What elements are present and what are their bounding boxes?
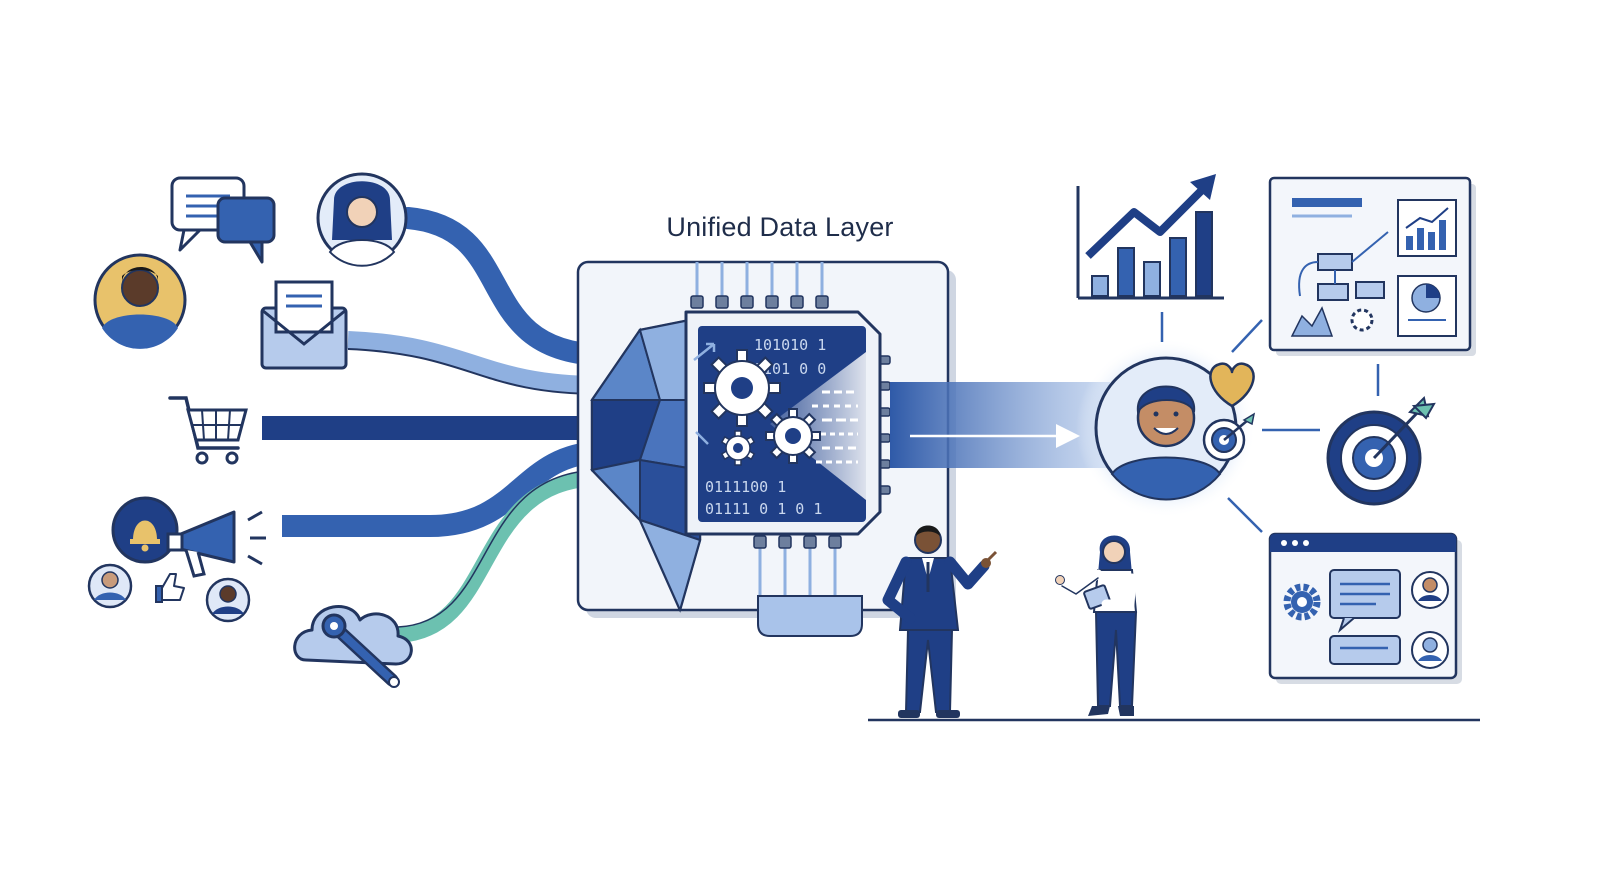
board-bottom-connector: [753, 535, 863, 637]
notification-bell-icon: [111, 496, 179, 564]
growth-bar-chart-icon: [1076, 174, 1224, 300]
browser-gear-icon: [1283, 583, 1321, 621]
binary-row-3: 0111100 1: [705, 478, 786, 496]
target-bullseye-icon: [1326, 396, 1436, 506]
output-connectors: [1160, 312, 1380, 533]
chat-bubbles-icon: [170, 176, 276, 264]
large-gear-icon: [703, 349, 781, 427]
flow-bar-cart: [262, 416, 602, 440]
mini-target-icon: [1202, 412, 1256, 462]
megaphone-icon: [166, 510, 266, 578]
email-envelope-icon: [260, 280, 348, 370]
output-beam: [890, 382, 1110, 468]
flow-ribbon-customer: [397, 207, 611, 366]
cloud-wrench-icon: [293, 605, 413, 688]
flow-ribbon-email: [347, 331, 601, 394]
sparkle-arrow-icon: [693, 342, 716, 445]
board-top-pins: [690, 262, 829, 309]
input-flows: [262, 207, 611, 643]
flow-ribbon-service: [397, 470, 601, 643]
analytics-dashboard-icon: [1268, 176, 1476, 356]
arrow-right-icon: [1056, 424, 1080, 448]
shopping-cart-icon: [168, 396, 248, 465]
social-avatar-woman-icon: [87, 563, 133, 609]
thumbs-up-icon: [155, 573, 185, 603]
businesswoman-figure: [1055, 535, 1138, 716]
dashboard-gear-icon: [1350, 308, 1374, 332]
flow-ribbon-email-edge: [347, 348, 601, 395]
businessman-figure: [882, 525, 998, 718]
flow-ribbon-service-edge: [397, 469, 601, 628]
small-gear-icon: [720, 430, 756, 466]
data-streak-lines: [812, 390, 858, 464]
diagram-title: Unified Data Layer: [666, 212, 894, 242]
binary-row-4: 01111 0 1 0 1: [705, 500, 822, 518]
flow-ribbon-social: [282, 441, 601, 537]
customer-avatar-man-icon: [93, 253, 187, 349]
engagement-browser-window-icon: [1268, 532, 1462, 684]
social-avatar-man-icon: [205, 577, 251, 623]
medium-gear-icon: [765, 408, 821, 464]
customer-avatar-woman-icon: [316, 172, 408, 267]
heart-icon: [1209, 362, 1255, 408]
binary-row-1: 101010 1: [754, 336, 826, 354]
